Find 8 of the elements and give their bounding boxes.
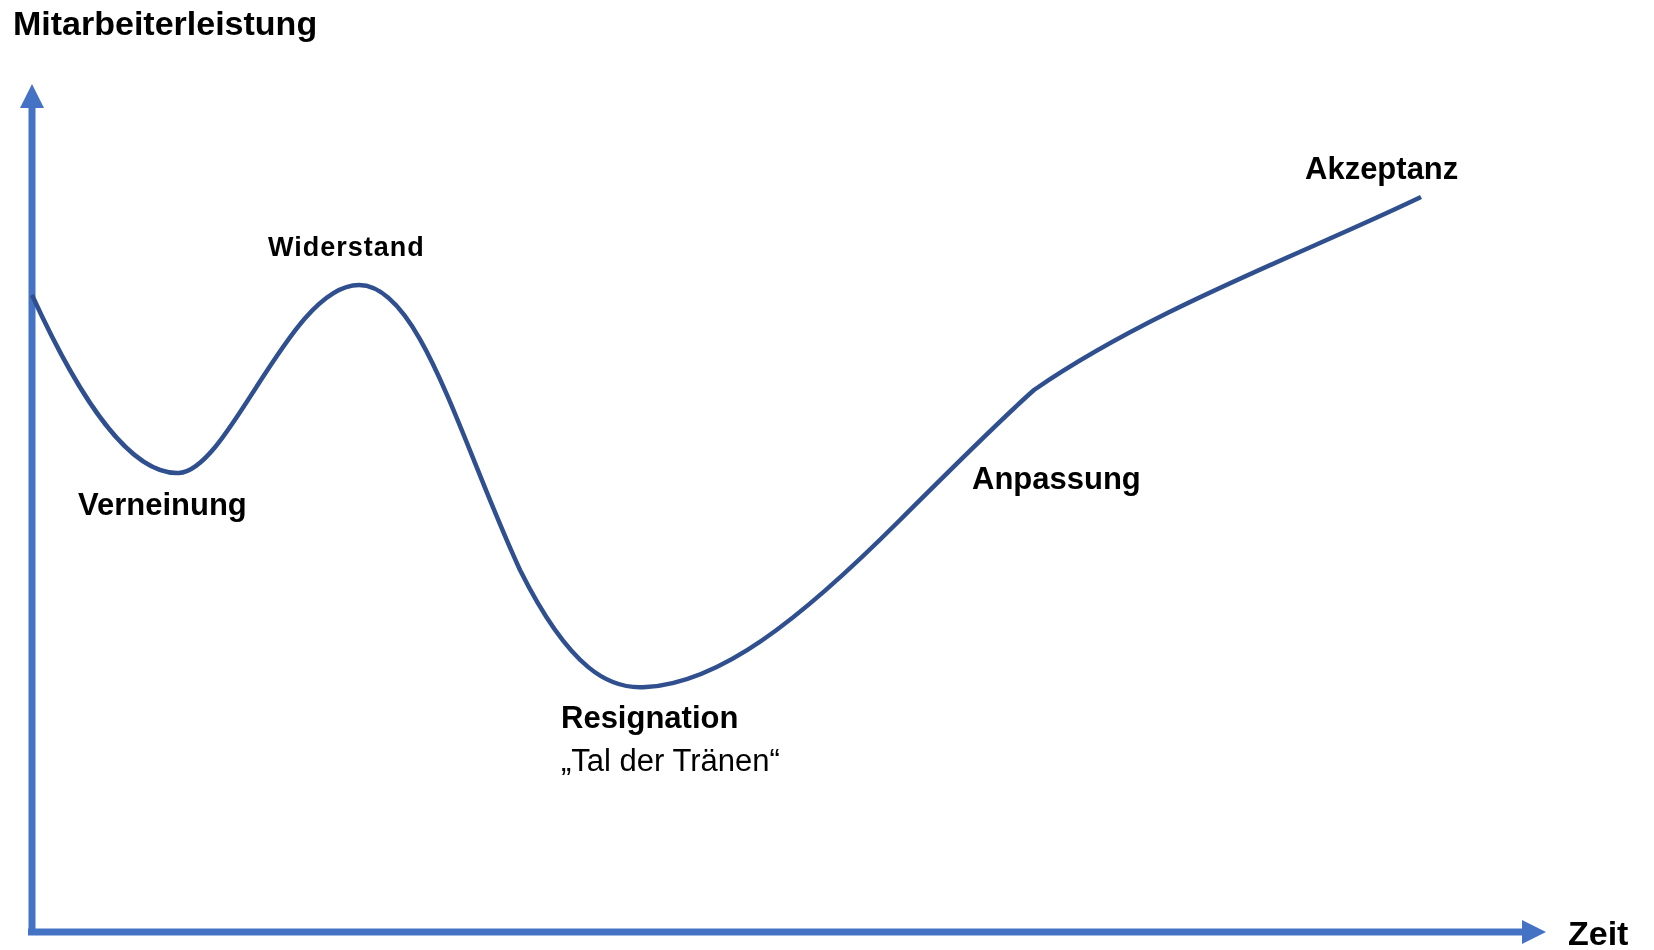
axis-label: Mitarbeiterleistung <box>13 4 318 44</box>
stage-label: Resignation <box>561 700 739 736</box>
axis-label: Zeit <box>1568 914 1629 950</box>
stage-label: Anpassung <box>972 461 1141 497</box>
stage-label: Widerstand <box>268 232 425 264</box>
stage-label: Verneinung <box>78 487 247 523</box>
stage-note: „Tal der Tränen“ <box>561 743 780 779</box>
stage-label: Akzeptanz <box>1305 151 1459 187</box>
